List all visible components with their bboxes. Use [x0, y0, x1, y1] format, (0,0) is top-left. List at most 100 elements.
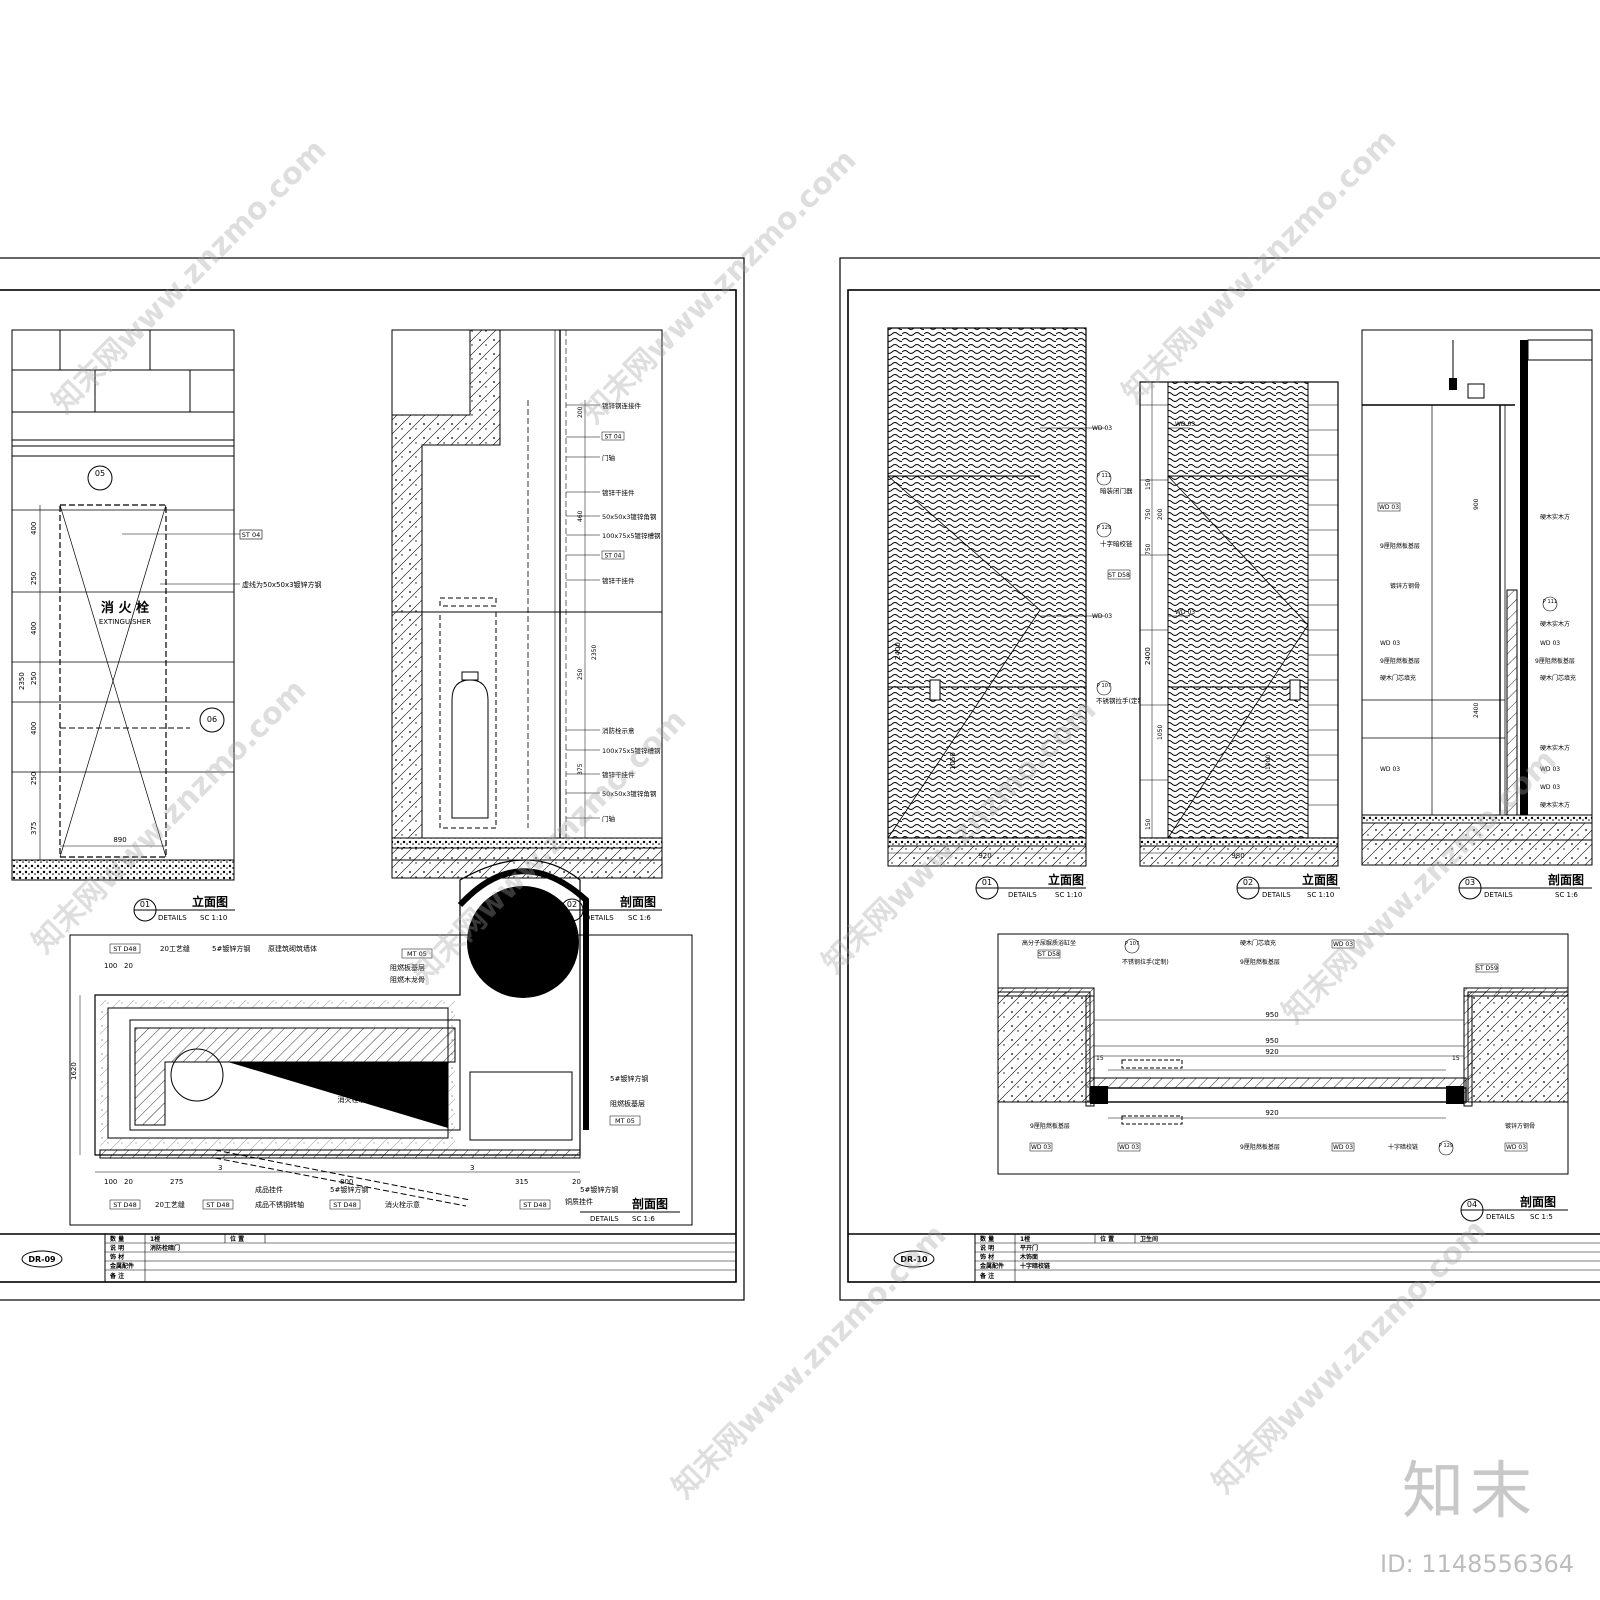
svg-text:20工艺缝: 20工艺缝 [160, 944, 190, 953]
svg-text:说 明: 说 明 [110, 1244, 124, 1252]
svg-text:SC 1:6: SC 1:6 [632, 1215, 655, 1223]
svg-text:150: 150 [1145, 818, 1152, 830]
dim-v-1: 250 [30, 572, 38, 585]
svg-text:WD 03: WD 03 [1506, 1144, 1526, 1151]
svg-text:200: 200 [577, 406, 584, 418]
svg-text:2400: 2400 [1473, 703, 1480, 718]
svg-text:数 量: 数 量 [980, 1235, 994, 1243]
svg-text:15: 15 [1452, 1055, 1460, 1062]
svg-text:ST 04: ST 04 [604, 434, 621, 441]
svg-text:硬木门芯填充: 硬木门芯填充 [1380, 674, 1416, 682]
svg-text:消防栓示意: 消防栓示意 [602, 726, 635, 735]
svg-text:750: 750 [1145, 543, 1152, 555]
svg-text:立面图: 立面图 [1302, 872, 1338, 887]
svg-text:不锈钢拉手(定制): 不锈钢拉手(定制) [1096, 696, 1147, 705]
svg-text:01: 01 [140, 900, 150, 909]
svg-text:ST D48: ST D48 [333, 1201, 356, 1209]
svg-text:WD 03: WD 03 [1175, 421, 1195, 428]
svg-text:ST D48: ST D48 [523, 1201, 546, 1209]
svg-text:十字暗校链: 十字暗校链 [1020, 1262, 1051, 1270]
svg-text:立面图: 立面图 [1048, 872, 1084, 887]
svg-text:备 注: 备 注 [109, 1272, 124, 1280]
svg-text:位 置: 位 置 [230, 1235, 244, 1243]
right-elevation-01: WD 03 WD 03 2400 1050 920 [887, 327, 1112, 867]
svg-text:WD 03: WD 03 [1119, 1144, 1139, 1151]
svg-text:5#镀锌方钢: 5#镀锌方钢 [610, 1074, 648, 1083]
svg-text:立面图: 立面图 [192, 894, 228, 909]
svg-text:01: 01 [982, 878, 992, 887]
svg-text:消火栓示意: 消火栓示意 [385, 1200, 420, 1209]
svg-text:DETAILS: DETAILS [1484, 891, 1513, 899]
svg-text:920: 920 [1265, 1048, 1278, 1056]
svg-text:03: 03 [1465, 878, 1475, 887]
svg-text:DETAILS: DETAILS [158, 914, 187, 922]
svg-text:WD 03: WD 03 [1092, 613, 1112, 620]
svg-text:800: 800 [340, 1178, 353, 1186]
svg-text:980: 980 [1231, 852, 1244, 860]
svg-text:315: 315 [515, 1178, 528, 1186]
svg-text:1050: 1050 [1157, 725, 1164, 740]
svg-text:20工艺缝: 20工艺缝 [155, 1200, 185, 1209]
svg-text:硬木门芯填充: 硬木门芯填充 [1540, 674, 1576, 682]
svg-text:卫生间: 卫生间 [1140, 1235, 1158, 1243]
svg-text:MT 05: MT 05 [407, 950, 427, 958]
svg-text:900: 900 [1473, 498, 1480, 510]
svg-text:硬木实木方: 硬木实木方 [1540, 620, 1570, 628]
right-mid-annotations: P 111 暗装闭门器 P 129 十字暗校链 ST D58 P 107 不锈钢… [1096, 470, 1147, 705]
svg-text:750: 750 [1145, 508, 1152, 520]
svg-text:硬木实木方: 硬木实木方 [1540, 801, 1570, 809]
svg-text:ST D58: ST D58 [1038, 951, 1060, 958]
svg-text:成品挂件: 成品挂件 [255, 1185, 283, 1194]
svg-text:金属配件: 金属配件 [979, 1262, 1004, 1270]
svg-text:ST 04: ST 04 [604, 553, 621, 560]
sheet-right: WD 03 WD 03 2400 1050 920 01 立面图 DETAILS… [839, 257, 1600, 1301]
dim-v-0: 400 [30, 522, 38, 535]
sheet-no-left: DR-09 [28, 1255, 56, 1264]
svg-text:DETAILS: DETAILS [1486, 1213, 1515, 1221]
title-left-02: 02 剖面图 DETAILS SC 1:6 [560, 894, 662, 922]
title-right-02: 02 立面图 DETAILS SC 1:10 [1236, 872, 1340, 900]
svg-text:镀锌方钢骨: 镀锌方钢骨 [1505, 1122, 1535, 1130]
svg-text:铜质挂件: 铜质挂件 [565, 1197, 593, 1206]
svg-text:WD 03: WD 03 [1380, 640, 1400, 647]
svg-text:9厘阻燃板基层: 9厘阻燃板基层 [1380, 657, 1420, 665]
svg-text:消防栓暗门: 消防栓暗门 [150, 1244, 180, 1252]
svg-text:木饰面: 木饰面 [1019, 1253, 1038, 1261]
svg-text:1樘: 1樘 [1020, 1235, 1030, 1243]
svg-text:2400: 2400 [894, 642, 902, 660]
svg-text:3: 3 [470, 1164, 474, 1172]
svg-text:920: 920 [978, 852, 991, 860]
svg-text:SC 1:5: SC 1:5 [1530, 1213, 1553, 1221]
svg-text:DETAILS: DETAILS [585, 914, 614, 922]
svg-text:9厘阻燃板基层: 9厘阻燃板基层 [1030, 1122, 1070, 1130]
svg-text:150: 150 [1145, 478, 1152, 490]
svg-text:WD 03: WD 03 [1379, 504, 1399, 511]
svg-text:WD 03: WD 03 [1540, 640, 1560, 647]
svg-text:50x50x3镀锌角钢: 50x50x3镀锌角钢 [602, 789, 657, 798]
svg-text:暗装闭门器: 暗装闭门器 [1100, 486, 1133, 495]
svg-text:100x75x5镀锌槽钢: 100x75x5镀锌槽钢 [602, 746, 661, 755]
callout-06: 06 [207, 715, 217, 724]
svg-text:9厘阻燃板基层: 9厘阻燃板基层 [1240, 958, 1280, 966]
title-right-01: 01 立面图 DETAILS SC 1:10 [975, 872, 1086, 900]
sheet-no-right: DR-10 [900, 1255, 928, 1264]
svg-text:WD 03: WD 03 [1333, 1144, 1353, 1151]
label-st04: ST 04 [242, 531, 260, 539]
svg-text:镀锌干挂件: 镀锌干挂件 [602, 576, 635, 585]
svg-text:1620: 1620 [70, 1062, 78, 1080]
svg-text:ST D59: ST D59 [1476, 965, 1498, 972]
right-title-block: DR-10 数 量 1樘 位 置 卫生间 说 明 平开门 饰 材 木饰面 金属配… [848, 1233, 1600, 1282]
svg-text:5#镀锌方钢: 5#镀锌方钢 [212, 944, 250, 953]
svg-text:2400: 2400 [1144, 647, 1152, 665]
hydrant-cn: 消 火 栓 [101, 600, 149, 616]
svg-text:P 129: P 129 [1439, 1143, 1453, 1149]
svg-text:阻燃木龙骨: 阻燃木龙骨 [390, 975, 425, 984]
dim-v-5: 250 [30, 772, 38, 785]
svg-text:位 置: 位 置 [1100, 1235, 1114, 1243]
dim-v-3: 250 [30, 672, 38, 685]
svg-text:P 129: P 129 [1097, 525, 1111, 531]
svg-text:20: 20 [572, 1178, 581, 1186]
svg-text:十字暗校链: 十字暗校链 [1388, 1143, 1418, 1151]
svg-text:ST D48: ST D48 [113, 1201, 136, 1209]
right-section-04: 950 950 920 920 15 15 高分子尿脲质浴缸坐 ST D58 P… [997, 933, 1569, 1175]
